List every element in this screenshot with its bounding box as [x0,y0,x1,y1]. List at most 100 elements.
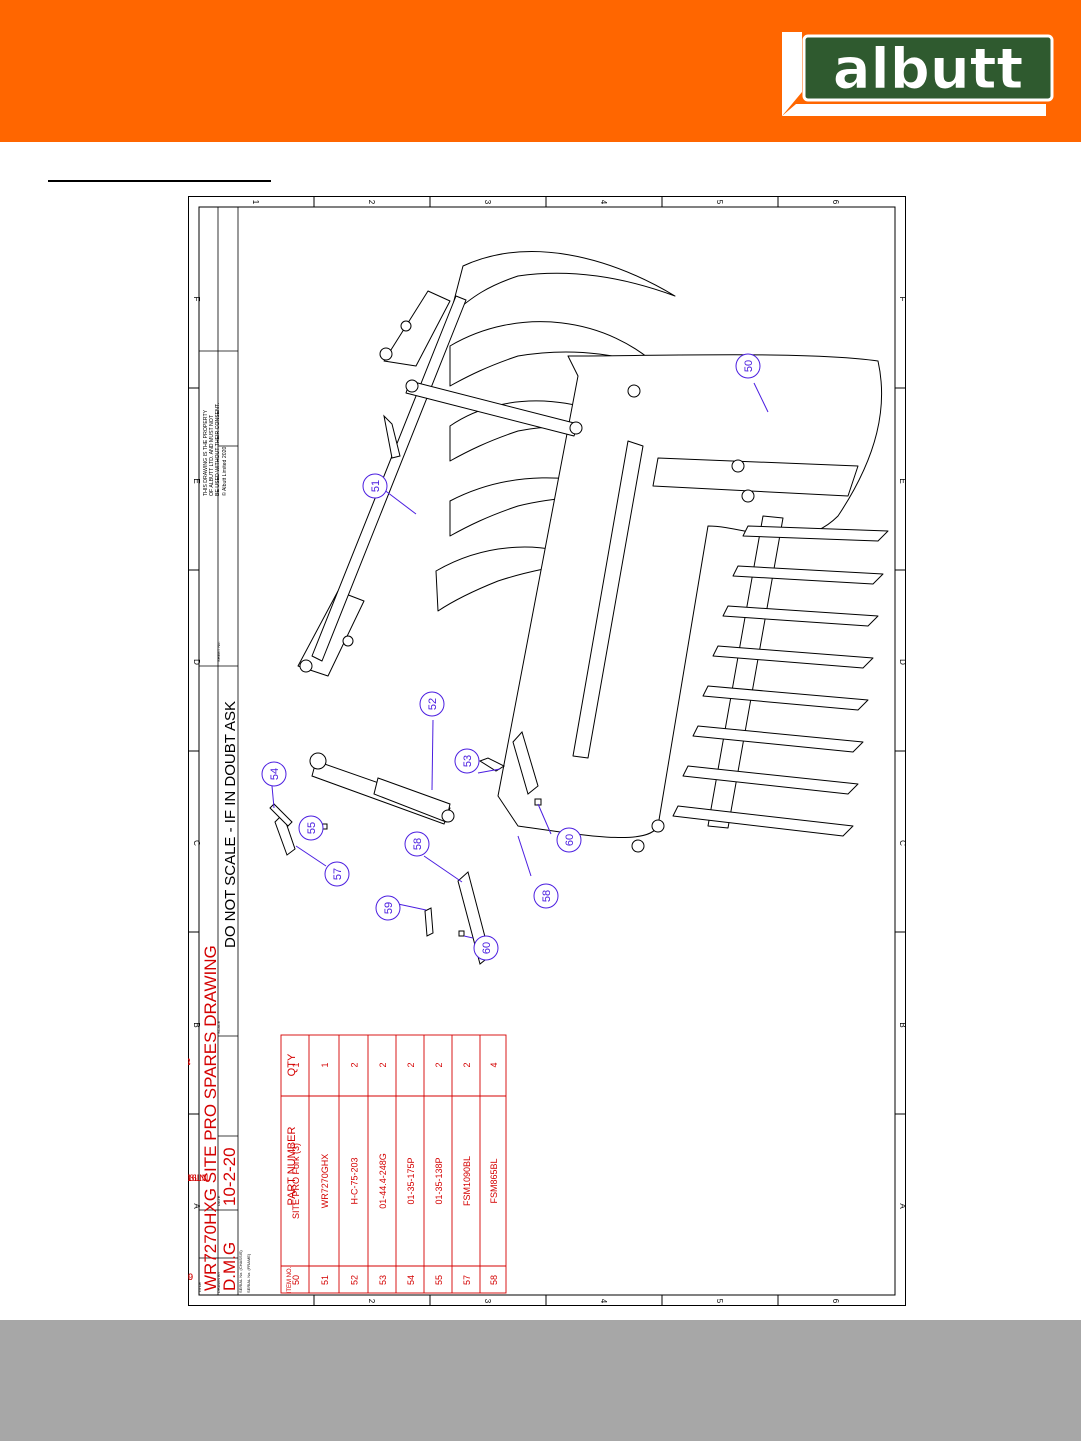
bom-row-qty: 2 [462,1062,472,1067]
balloon-label: 51 [370,480,382,492]
bolt-58a [269,803,293,827]
bom-row-qty: 2 [406,1062,416,1067]
zone-letter-left-c: C [192,840,201,846]
balloon-label: 57 [332,868,344,880]
zone-number-top-1: 1 [251,200,260,205]
bom-row-qty: 4 [489,1062,499,1067]
heading-underline [48,180,271,182]
bom-row-item: 53 [378,1275,388,1285]
balloon-circle [533,883,559,909]
zone-number-bottom-6: 6 [831,1299,840,1304]
balloon-circle [362,473,388,499]
bom-row-qty: 4 [188,1057,191,1067]
balloon-circle [556,827,582,853]
property-notice-line-3: BE USED WITHOUT THEIR CONSENT. [215,403,221,496]
bom-row-part: 01-35-138P [434,1157,444,1204]
balloon-label: 50 [743,360,755,372]
drawing-sheet: 1 2 3 4 5 6 2 3 4 5 6 F E D C B A F E D … [168,196,907,1306]
spare-pin [383,414,401,459]
nut-60b [458,930,465,937]
bom-header-item: ITEM NO. [287,1266,293,1293]
bom-row-part: FSM16LN [188,1173,208,1183]
zone-number-bottom-5: 5 [715,1299,724,1304]
bom-row-item: 52 [350,1275,360,1285]
top-beam [572,440,644,759]
balloon-circle [298,815,324,841]
zone-number-bottom-4: 4 [599,1299,608,1304]
bom-row-item: 57 [462,1275,472,1285]
bolt-57 [478,757,506,772]
balloon-label: 58 [541,890,553,902]
zone-ticks [188,196,906,1306]
balloon-circle [324,861,350,887]
drawing-title: WR7270HXG SITE PRO SPARES DRAWING [201,945,220,1291]
bom-row-part: WR7270GHX [320,1154,330,1209]
bolt-58b [424,907,434,937]
balloon-circle [261,761,287,787]
zone-letter-left-a: A [192,1203,201,1209]
zone-letter-left-b: B [192,1022,201,1027]
zone-letter-left-d: D [192,659,201,665]
bottom-beam [707,515,784,829]
bom-row-part: FSM1090BL [462,1156,472,1206]
bom-row-item: 59 [188,1272,193,1282]
bom-row-qty: 1 [291,1062,301,1067]
albutt-logo: albutt [782,32,1054,116]
property-notice-line-1: THIS DRAWING IS THE PROPERTY [203,409,209,496]
bom-header-part: PART NUMBER [286,1127,298,1206]
bom-row-item: 51 [320,1275,330,1285]
bom-row-part: FSM8LN [188,1173,206,1183]
logo-left-frame [782,32,802,116]
title-block [199,207,239,1295]
zone-letter-right-b: B [898,1022,906,1027]
bom-table [280,1034,507,1294]
pin-53 [512,731,539,795]
bom-row-qty: 2 [434,1062,444,1067]
footer-bar [0,1320,1081,1441]
drawing-date: 10-2-20 [220,1147,239,1206]
balloon-circle [735,353,761,379]
bom-row-item: 54 [406,1275,416,1285]
leader-lines [271,382,769,939]
balloon-label: 60 [481,942,493,954]
bom-row-qty: 2 [378,1062,388,1067]
balloon-circle [404,831,430,857]
property-notice-line-4: © Albutt Limited 2020 [221,446,228,496]
zone-number-bottom-3: 3 [483,1299,492,1304]
drawn-field-label: DRAWN BY [216,1271,221,1293]
zone-number-top-3: 3 [483,200,492,205]
bom-header-qty: QTY [286,1053,298,1076]
zone-letter-left-f: F [192,297,201,302]
balloon-label: 59 [383,902,395,914]
zone-letter-right-c: C [898,840,906,846]
logo-badge [802,34,1054,102]
balloon-label: 54 [269,768,281,780]
bom-row-qty: 2 [188,1057,191,1067]
logo-text: albutt [833,37,1023,102]
serial-frame-label: SERIAL No. (FRAME) [246,1253,251,1293]
front-beam [652,457,859,497]
zone-number-top-4: 4 [599,200,608,205]
bom-row-qty: 2 [350,1062,360,1067]
bom-row-item: 55 [434,1275,444,1285]
balloon-label: 52 [427,698,439,710]
zone-letter-right-a: A [898,1203,906,1209]
balloon-label: 55 [306,822,318,834]
zone-letter-right-e: E [898,478,906,483]
sheet-field-label: SHEET No. [216,641,221,662]
property-notice-line-2: OF ALBUTT LTD. AND MUST NOT [209,414,215,496]
balloon-circle [419,691,445,717]
bom-row-part: FSM865BL [489,1158,499,1203]
serial-chassis-label: SERIAL No. (CHASSIS) [238,1250,243,1293]
balloon-label: 53 [462,755,474,767]
balloon-label: 58 [412,838,424,850]
title-field-label: TITLE [197,1282,202,1293]
balloon-circle [454,748,480,774]
fork-tine [449,251,676,317]
zone-letter-left-e: E [192,478,201,483]
scale-warning: DO NOT SCALE - IF IN DOUBT ASK [222,701,239,948]
zone-letter-right-d: D [898,659,906,665]
zone-number-top-5: 5 [715,200,724,205]
bom-row-item: 60 [188,1272,193,1282]
